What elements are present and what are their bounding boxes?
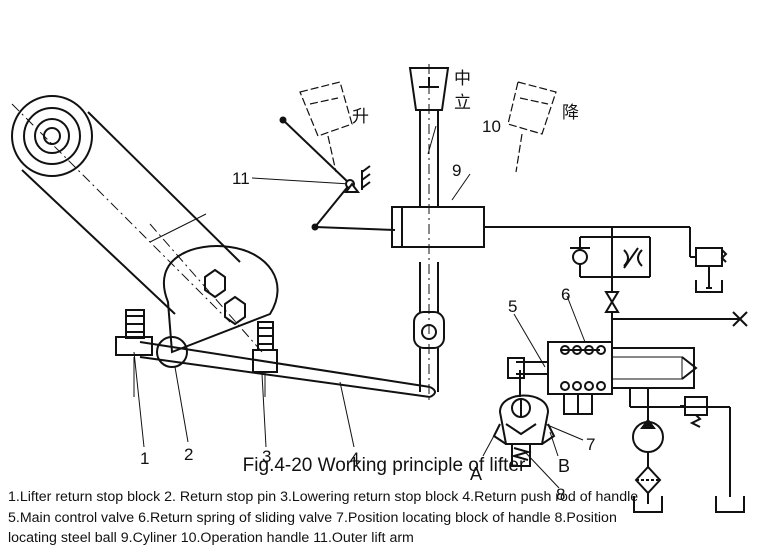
main-control-valve bbox=[507, 341, 730, 415]
callout-10: 10 bbox=[482, 117, 501, 136]
hydraulic-circuit bbox=[570, 227, 748, 347]
port-a-label: A bbox=[470, 464, 482, 484]
port-b-label: B bbox=[558, 456, 570, 476]
position-locating-block bbox=[482, 394, 559, 467]
callout-6: 6 bbox=[561, 285, 570, 304]
callout-4: 4 bbox=[350, 449, 359, 468]
pump-branch bbox=[632, 388, 745, 513]
callout-1: 1 bbox=[140, 449, 149, 468]
raise-position-label: 升 bbox=[352, 107, 369, 127]
legend-line: 5.Main control valve 6.Return spring of … bbox=[8, 509, 617, 526]
legend-line: locating steel ball 9.Cyliner 10.Operati… bbox=[8, 530, 414, 546]
callout-3: 3 bbox=[262, 447, 271, 466]
operation-handle bbox=[408, 64, 450, 402]
legend-line: 1.Lifter return stop block 2. Return sto… bbox=[8, 489, 639, 505]
outer-lift-arm bbox=[11, 95, 279, 354]
callout-5: 5 bbox=[508, 297, 517, 316]
callout-2: 2 bbox=[184, 445, 193, 464]
callout-8: 8 bbox=[556, 485, 565, 504]
linkage-lever bbox=[279, 116, 396, 231]
callout-9: 9 bbox=[452, 161, 461, 180]
callout-11: 11 bbox=[232, 169, 250, 188]
neutral-position-label-bottom: 立 bbox=[454, 93, 471, 113]
neutral-position-label-top: 中 bbox=[454, 69, 471, 89]
callout-labels: 1 2 3 4 5 6 7 8 9 10 11 A B bbox=[140, 117, 595, 504]
raise-position-ghost bbox=[299, 81, 353, 173]
cylinder bbox=[391, 206, 690, 248]
return-push-rod bbox=[115, 309, 436, 398]
callout-7: 7 bbox=[586, 435, 595, 454]
figure-caption: Fig.4-20 Working principle of lifter bbox=[242, 455, 526, 476]
lower-position-label: 降 bbox=[562, 103, 579, 123]
position-labels: 升 中 立 降 bbox=[352, 69, 579, 127]
figure-legend: 1.Lifter return stop block 2. Return sto… bbox=[8, 487, 764, 549]
lower-position-ghost bbox=[507, 81, 557, 173]
